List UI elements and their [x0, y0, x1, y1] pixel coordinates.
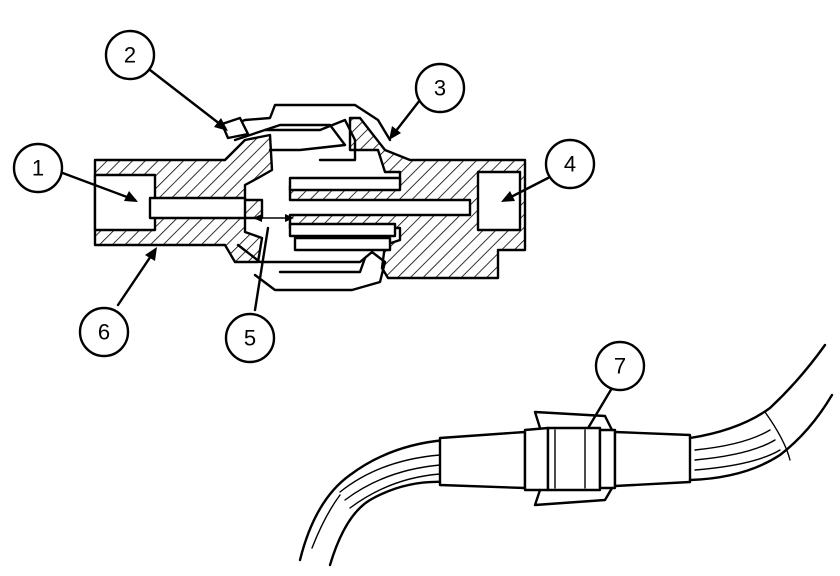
- locking-spring-clip: [223, 103, 392, 142]
- cable-left-wire-3: [349, 473, 441, 509]
- clip-tab: [220, 116, 250, 140]
- callout-6-label: 6: [98, 320, 110, 345]
- cable-right-sheath: [764, 411, 791, 461]
- cable-left-wire-1: [339, 454, 441, 493]
- lower-clip-inner: [278, 256, 367, 274]
- callout-3-label: 3: [434, 76, 446, 101]
- callout-2-label: 2: [124, 43, 136, 68]
- cable-left-sheath: [311, 494, 341, 549]
- contact-finger-bottom: [293, 236, 392, 252]
- cable-right: [688, 343, 827, 440]
- leader-4-arrow-icon: [501, 191, 515, 202]
- connector-exterior-view: [298, 343, 834, 567]
- callout-5-label: 5: [244, 326, 256, 351]
- callout-7-label: 7: [614, 354, 626, 379]
- gap-arrow-right-icon: [285, 214, 294, 222]
- leader-1: [58, 170, 137, 202]
- leader-1-arrow-icon: [124, 191, 138, 202]
- contact-finger-lower: [288, 222, 397, 238]
- leader-6: [116, 248, 157, 307]
- left-pin-slot: [148, 196, 247, 220]
- callout-1-label: 1: [32, 156, 44, 181]
- coupling-collar: [598, 428, 617, 490]
- coupling-center: [546, 426, 602, 492]
- spring-clip-leaf: [233, 123, 347, 152]
- leader-2-arrow-icon: [214, 118, 228, 131]
- callout-2: 2: [104, 29, 156, 81]
- leader-2: [148, 68, 227, 130]
- spring-clip-inner: [263, 118, 357, 162]
- cable-right-wire-2: [694, 439, 776, 461]
- callout-1: 1: [12, 142, 64, 194]
- cable-right-lower-edge: [688, 393, 834, 482]
- cable-right-wire-1: [694, 429, 771, 451]
- leader-5: [253, 226, 270, 312]
- coupling-body: [523, 426, 550, 492]
- latch-clip-bottom: [533, 486, 614, 507]
- lower-spring-clip: [236, 243, 387, 292]
- callout-6: 6: [78, 306, 130, 358]
- contact-finger-upper: [288, 176, 402, 192]
- callout-3: 3: [414, 62, 466, 114]
- callout-7: 7: [594, 340, 646, 392]
- callout-4-label: 4: [564, 152, 576, 177]
- cable-left-wire-2: [344, 464, 441, 501]
- cable-left-lower-edge: [328, 480, 447, 567]
- callout-4: 4: [544, 138, 596, 190]
- leader-3-arrow-icon: [389, 126, 401, 140]
- wire-cavity-left: [93, 173, 157, 232]
- sleeve-right: [613, 430, 692, 488]
- latch-clip-top: [533, 410, 614, 432]
- callout-5: 5: [224, 312, 276, 364]
- connector-cross-section: [93, 103, 527, 292]
- gap-arrow-left-icon: [253, 214, 262, 222]
- cable-right-wire-3: [694, 449, 781, 471]
- sleeve-left: [438, 430, 527, 490]
- leader-6-arrow-icon: [145, 247, 157, 261]
- cable-left: [298, 438, 447, 562]
